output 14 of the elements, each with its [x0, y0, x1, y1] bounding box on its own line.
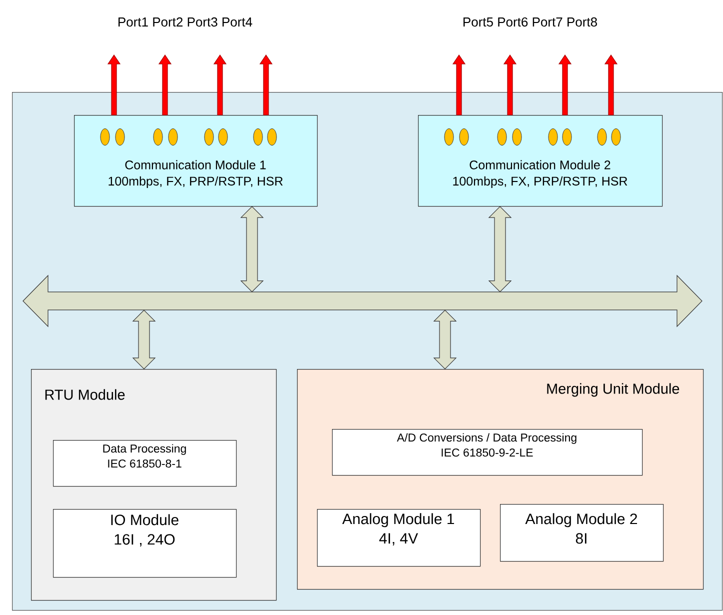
- communication-module-box: Communication Module 1 100mbps, FX, PRP/RSTP, HSR: [74, 115, 318, 207]
- port-label: Port1 Port2 Port3 Port4: [118, 17, 252, 27]
- double-arrow: [433, 310, 457, 370]
- function-box: A/D Conversions / Data Processing IEC 61850-9-2-LE: [332, 428, 643, 476]
- port-label: Port5 Port6 Port7 Port8: [464, 17, 597, 27]
- double-arrow: [488, 206, 512, 292]
- function-box: IO Module 16I , 24O: [53, 508, 237, 578]
- communication-module-box: Communication Module 2 100mbps, FX, PRP/RSTP, HSR: [418, 115, 663, 207]
- function-box: Analog Module 2 8I: [500, 504, 664, 562]
- double-arrow: [132, 310, 156, 370]
- double-arrow: [240, 206, 264, 292]
- function-box: Analog Module 1 4I, 4V: [317, 508, 481, 567]
- bus-arrow: [22, 274, 702, 328]
- function-box: Data Processing IEC 61850-8-1: [53, 440, 237, 487]
